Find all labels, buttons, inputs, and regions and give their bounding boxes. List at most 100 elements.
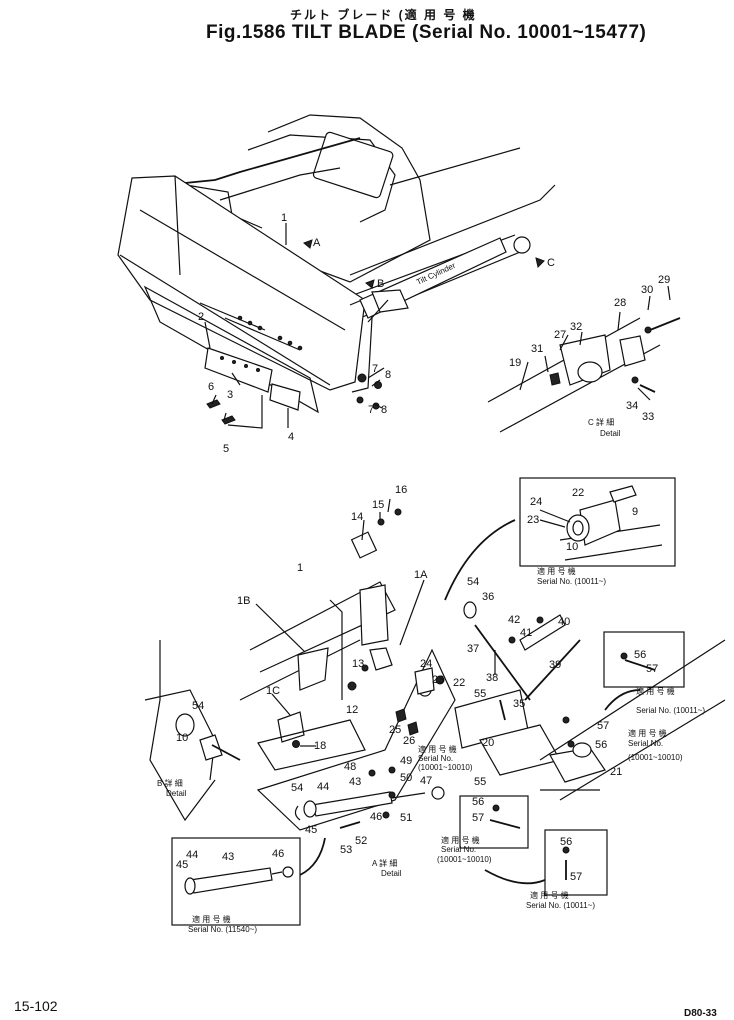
detail-a-region-outline bbox=[256, 648, 456, 831]
callout-7a: 7 bbox=[372, 363, 378, 375]
callout-10: 10 bbox=[566, 541, 578, 553]
inset-5-drawing bbox=[184, 866, 294, 895]
callout-24a: 24 bbox=[530, 496, 542, 508]
callout-56b: 56 bbox=[595, 739, 607, 751]
frame-1-drawing bbox=[239, 581, 396, 701]
callout-29: 29 bbox=[658, 274, 670, 286]
serial-label-1: Serial No. (10011~) bbox=[537, 577, 606, 586]
leader-curve-inset-1 bbox=[444, 519, 516, 601]
callout-33: 33 bbox=[642, 411, 654, 423]
callout-45b: 45 bbox=[176, 859, 188, 871]
callout-25: 25 bbox=[389, 724, 401, 736]
callout-37: 37 bbox=[467, 643, 479, 655]
callout-arrow-c: C bbox=[547, 257, 555, 269]
callout-40: 40 bbox=[558, 616, 570, 628]
callout-1b: 1B bbox=[237, 595, 250, 607]
serial-inset-box-3 bbox=[459, 795, 529, 849]
callout-21: 21 bbox=[610, 766, 622, 778]
callout-57a: 57 bbox=[646, 663, 658, 675]
callout-14: 14 bbox=[351, 511, 363, 523]
callout-30: 30 bbox=[641, 284, 653, 296]
callout-57d: 57 bbox=[570, 871, 582, 883]
callout-45a: 45 bbox=[305, 824, 317, 836]
callout-48: 48 bbox=[344, 761, 356, 773]
serial-range-2: (10001~10010) bbox=[418, 763, 473, 772]
blade-drawing bbox=[117, 175, 373, 414]
callout-56a: 56 bbox=[634, 649, 646, 661]
callout-44a: 44 bbox=[317, 781, 329, 793]
callout-53: 53 bbox=[340, 844, 352, 856]
page-number: 15-102 bbox=[14, 998, 58, 1014]
callout-arrow-b: B bbox=[377, 278, 384, 290]
leader-curve-inset-2 bbox=[604, 689, 641, 711]
detail-a-jp-label: A 詳 細 bbox=[372, 858, 397, 868]
serial-inset-box-5 bbox=[171, 837, 301, 926]
leader-lines bbox=[204, 223, 671, 747]
callout-50: 50 bbox=[400, 772, 412, 784]
callout-18: 18 bbox=[314, 740, 326, 752]
callout-15: 15 bbox=[372, 499, 384, 511]
callout-5: 5 bbox=[223, 443, 229, 455]
callout-9: 9 bbox=[632, 506, 638, 518]
callout-54a: 54 bbox=[291, 782, 303, 794]
callout-1a: 1A bbox=[414, 569, 428, 581]
detail-c-drawing bbox=[487, 317, 681, 433]
callout-2: 2 bbox=[198, 311, 204, 323]
callout-23b: 23 bbox=[432, 674, 444, 686]
applicable-label-6: 適 用 号 機 bbox=[530, 890, 569, 900]
callout-19: 19 bbox=[509, 357, 521, 369]
applicable-label-2: 適 用 号 機 bbox=[418, 744, 457, 754]
callout-20: 20 bbox=[482, 737, 494, 749]
callout-labels: 1 2 3 4 5 6 7 8 7 8 9 10 12 13 14 15 16 … bbox=[176, 212, 670, 883]
callout-4: 4 bbox=[288, 431, 294, 443]
frame-21-drawing bbox=[539, 639, 726, 801]
serial-inset-box-1 bbox=[519, 477, 676, 567]
callout-41: 41 bbox=[520, 627, 532, 639]
tilt-cylinder-drawing bbox=[359, 236, 531, 323]
callout-57b: 57 bbox=[597, 720, 609, 732]
callout-16: 16 bbox=[395, 484, 407, 496]
applicable-label-4: 適 用 号 機 bbox=[628, 728, 667, 738]
callout-10b: 10 bbox=[176, 732, 188, 744]
leader-curve-inset-3 bbox=[484, 869, 546, 885]
callout-46a: 46 bbox=[370, 811, 382, 823]
callout-35: 35 bbox=[513, 698, 525, 710]
callout-1c: 1C bbox=[266, 685, 280, 697]
callout-55a: 55 bbox=[474, 688, 486, 700]
arrow-a-icon bbox=[303, 239, 313, 249]
callout-51: 51 bbox=[400, 812, 412, 824]
callout-26: 26 bbox=[403, 735, 415, 747]
center-links-drawing bbox=[395, 601, 581, 776]
callout-13: 13 bbox=[352, 658, 364, 670]
detail-b-jp-label: B 詳 細 bbox=[157, 778, 183, 788]
cutting-edge-drawing bbox=[204, 347, 301, 429]
callout-3: 3 bbox=[227, 389, 233, 401]
serial-range-4: (10001~10010) bbox=[628, 753, 683, 762]
callout-52: 52 bbox=[355, 835, 367, 847]
callout-8a: 8 bbox=[385, 369, 391, 381]
callout-44b: 44 bbox=[186, 849, 198, 861]
callout-55b: 55 bbox=[474, 776, 486, 788]
callout-47: 47 bbox=[420, 775, 432, 787]
callout-8b: 8 bbox=[381, 404, 387, 416]
detail-c-label: Detail bbox=[600, 429, 621, 438]
serial-label-4: Serial No. bbox=[628, 739, 663, 748]
callout-12: 12 bbox=[346, 704, 358, 716]
serial-label-7: Serial No. (11540~) bbox=[188, 925, 257, 934]
callout-56c: 56 bbox=[472, 796, 484, 808]
applicable-label-5: 適 用 号 機 bbox=[441, 835, 480, 845]
applicable-label-7: 適 用 号 機 bbox=[192, 914, 231, 924]
serial-inset-box-2 bbox=[603, 631, 685, 688]
callout-28: 28 bbox=[614, 297, 626, 309]
serial-label-6: Serial No. (10011~) bbox=[526, 901, 595, 910]
callout-27: 27 bbox=[554, 329, 566, 341]
inset-1-drawing bbox=[559, 485, 663, 561]
detail-c-jp-label: C 詳 細 bbox=[588, 417, 614, 427]
callout-7b: 7 bbox=[368, 404, 374, 416]
callout-1-frame: 1 bbox=[297, 562, 303, 574]
callout-34: 34 bbox=[626, 400, 638, 412]
detail-a-drawing bbox=[294, 766, 445, 829]
callout-32: 32 bbox=[570, 321, 582, 333]
pin-57-inset-2 bbox=[624, 659, 656, 671]
